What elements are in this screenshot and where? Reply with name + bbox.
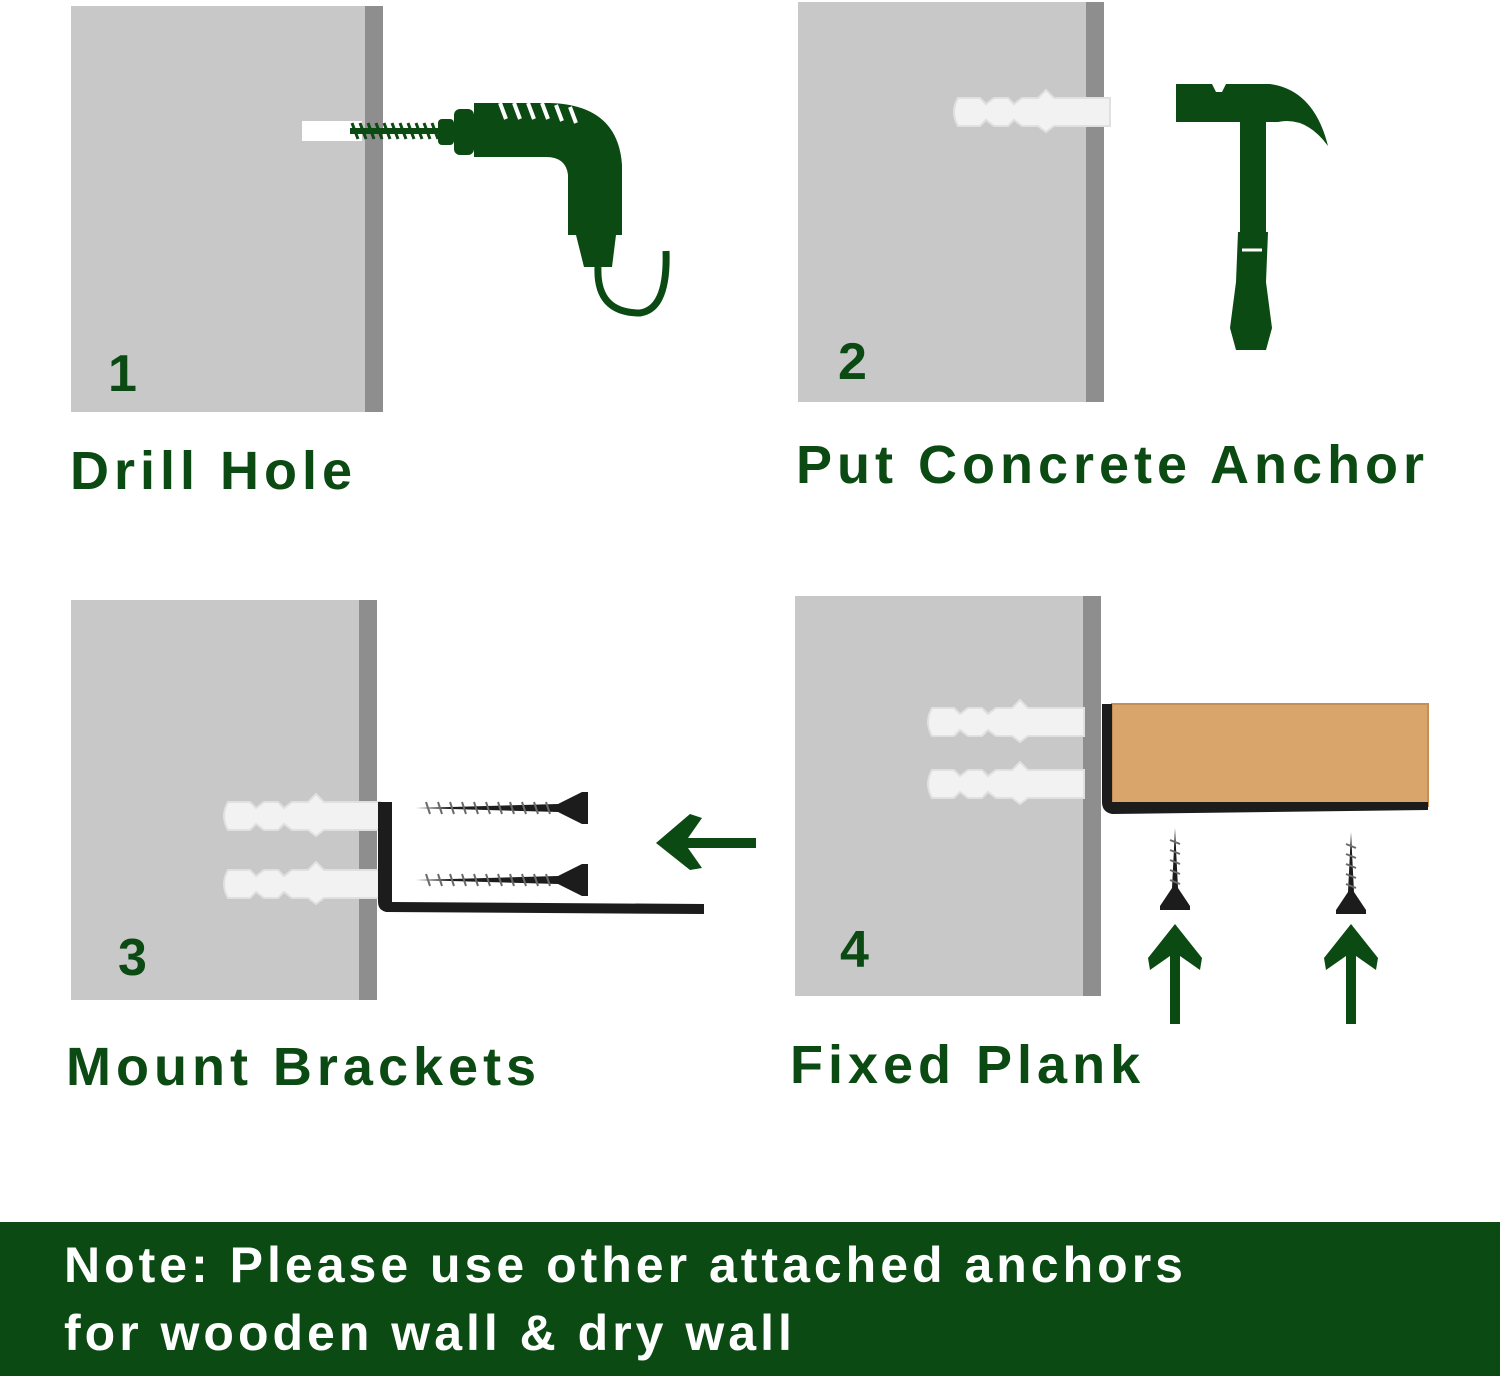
wall-edge [365, 6, 383, 412]
bracket-icon [378, 802, 704, 914]
screw-icon [416, 864, 588, 896]
hammer-icon [1176, 84, 1328, 350]
screw-icon [1160, 828, 1190, 910]
plank-icon [1102, 703, 1429, 814]
anchor-icon [927, 698, 1085, 744]
step-number: 4 [840, 921, 869, 979]
anchor-icon [223, 792, 381, 838]
note-line-2: for wooden wall & dry wall [64, 1305, 796, 1361]
anchor-icon [953, 88, 1111, 134]
wall-edge [1083, 596, 1101, 996]
anchor-icon [927, 760, 1085, 806]
step-caption: Drill Hole [70, 441, 358, 501]
wall-panel [71, 6, 383, 412]
wall-edge [1086, 2, 1104, 402]
step-number: 2 [838, 333, 867, 391]
screw-icon [416, 792, 588, 824]
anchor-icon [223, 860, 381, 906]
drill-icon [302, 102, 670, 317]
step-caption: Put Concrete Anchor [796, 435, 1430, 495]
wall-edge [359, 600, 377, 1000]
step-number: 3 [118, 929, 147, 987]
screw-icon [1336, 832, 1366, 914]
step-caption: Mount Brackets [66, 1037, 542, 1097]
step-caption: Fixed Plank [790, 1035, 1146, 1095]
note-line-1: Note: Please use other attached anchors [64, 1237, 1187, 1293]
arrow-left-icon [656, 814, 756, 870]
note-banner: Note: Please use other attached anchors … [0, 1222, 1500, 1376]
step-number: 1 [108, 345, 137, 403]
arrow-up-icon [1148, 924, 1202, 1024]
arrow-up-icon [1324, 924, 1378, 1024]
wall-panel [71, 600, 377, 1000]
